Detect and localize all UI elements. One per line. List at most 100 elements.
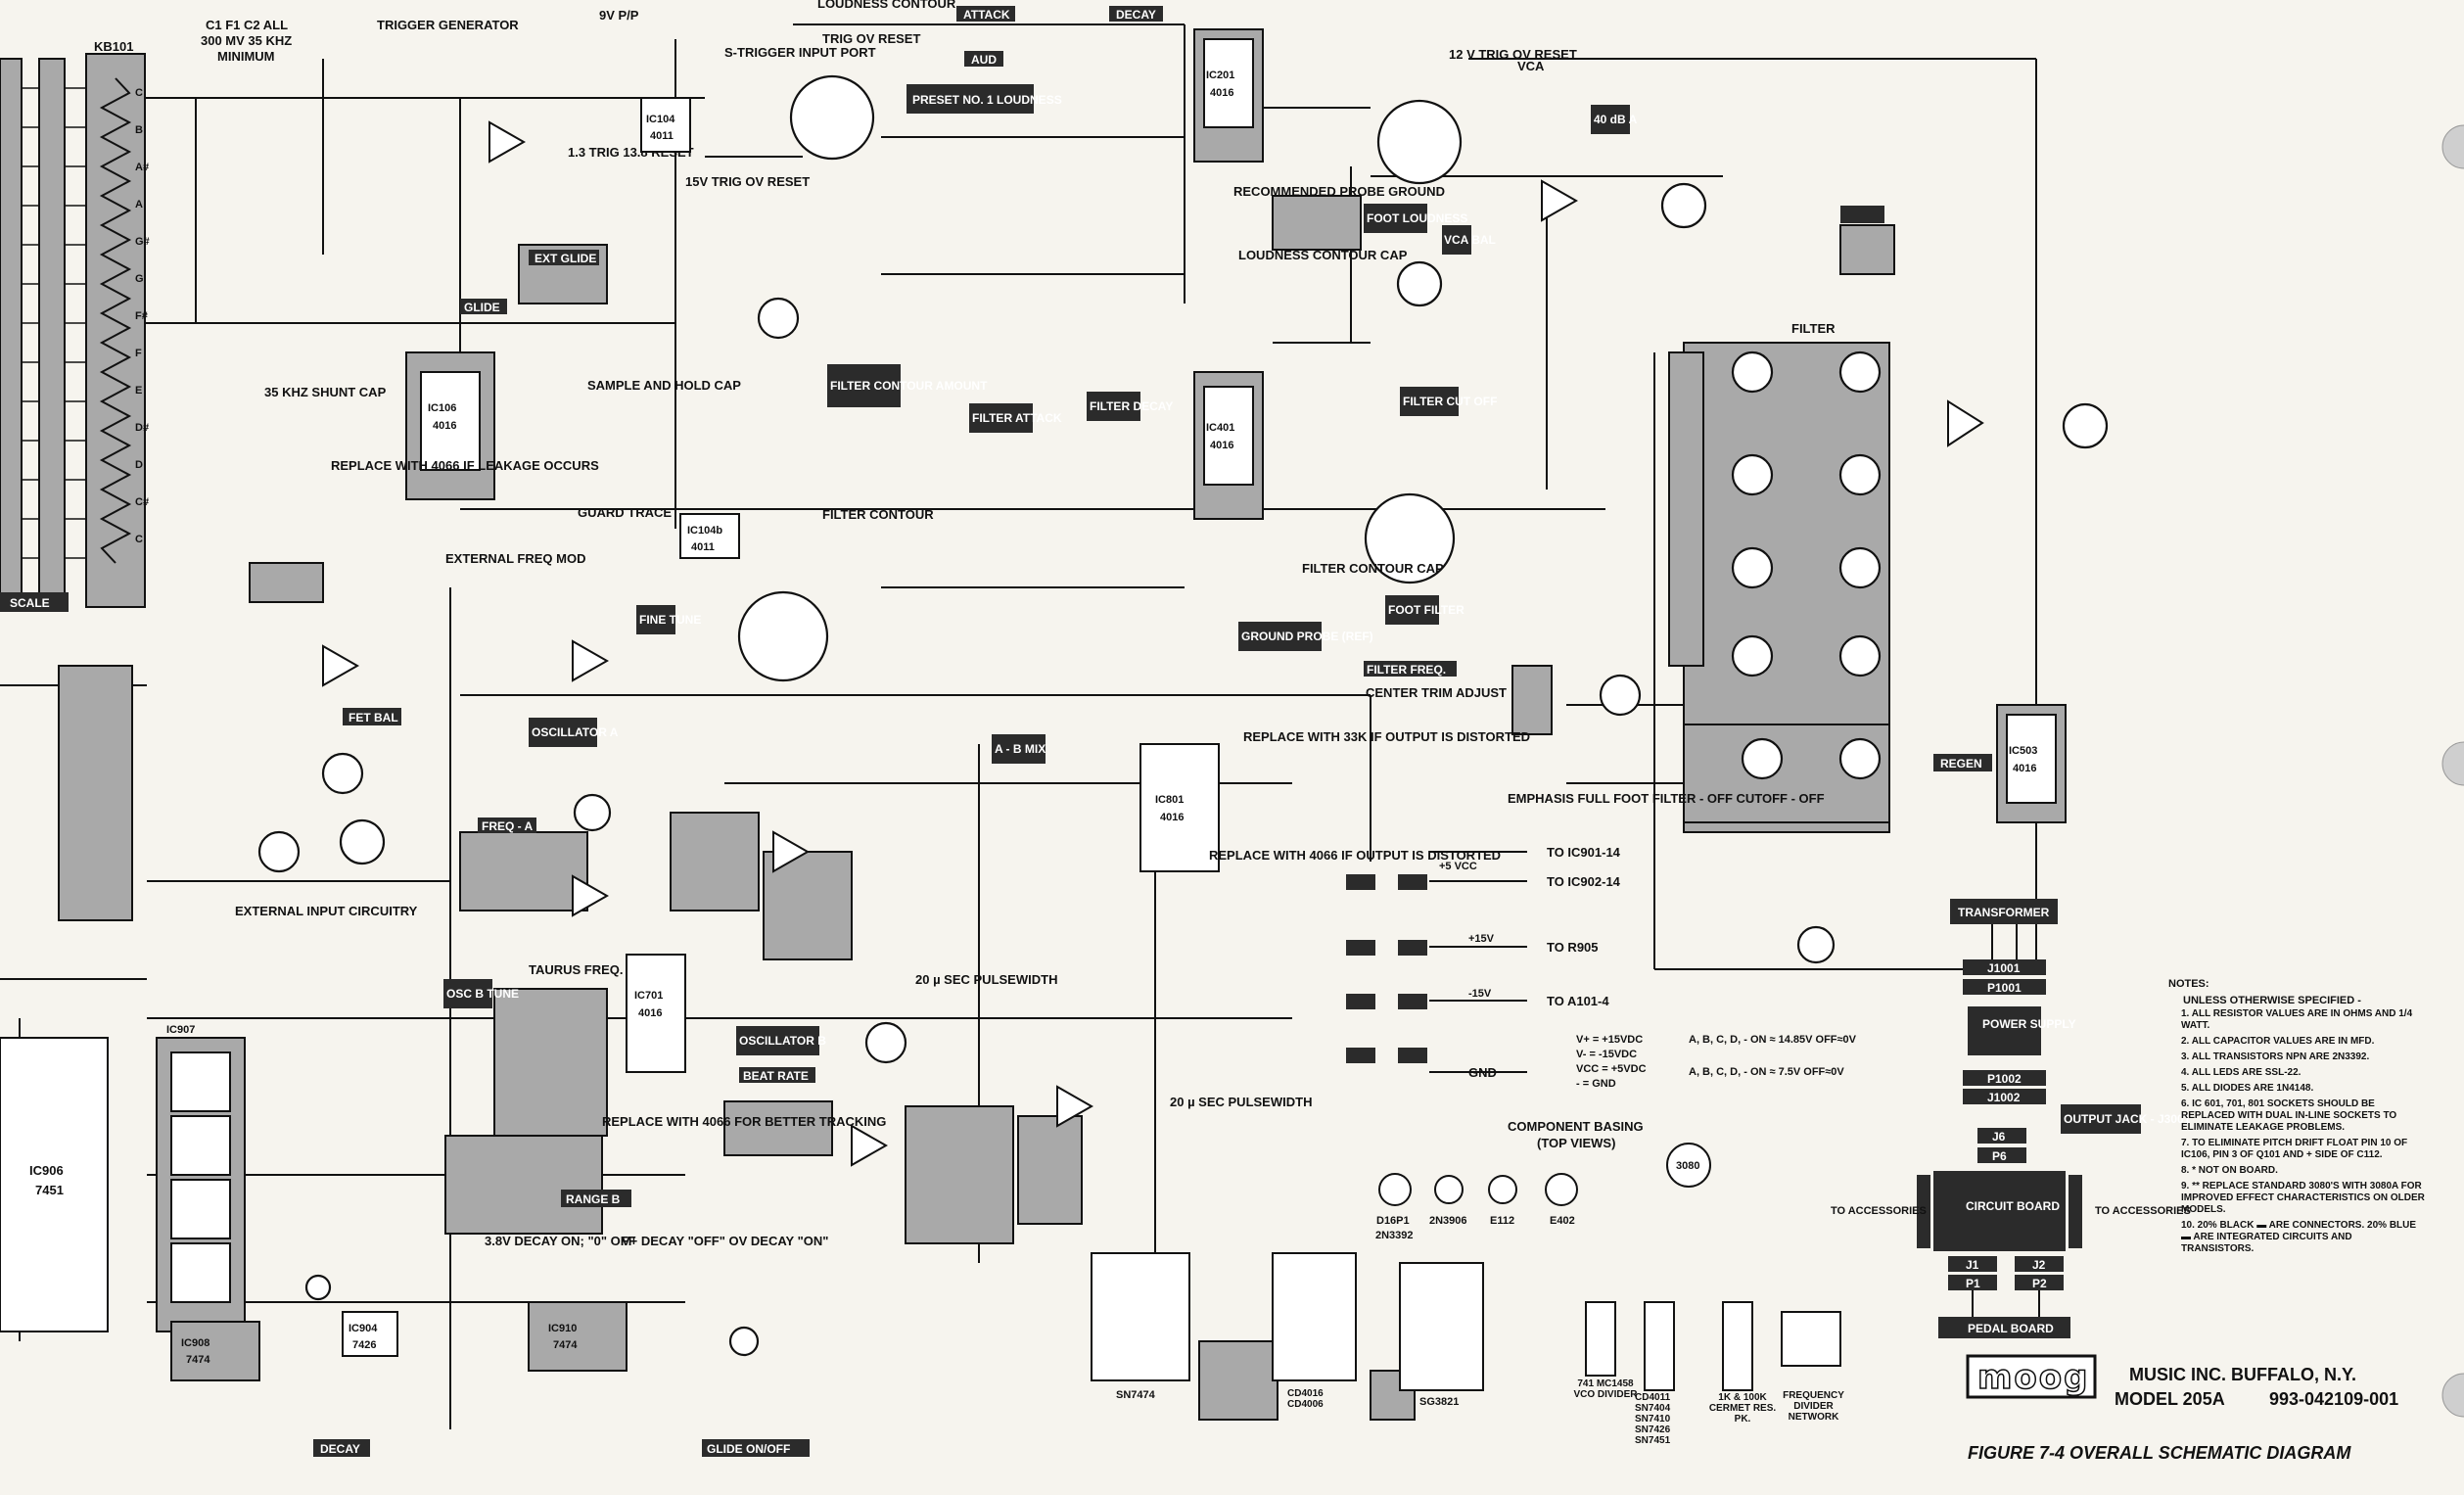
top-views-label: (TOP VIEWS)	[1537, 1136, 1615, 1150]
pulsewidth-a-label: 20 µ SEC PULSEWIDTH	[915, 972, 1057, 987]
filter-label: FILTER	[1791, 321, 1836, 336]
svg-text:IC907: IC907	[166, 1024, 195, 1036]
replace-33k-label: REPLACE WITH 33K IF OUTPUT IS DISTORTED	[1243, 729, 1530, 744]
to-ic902: TO IC902-14	[1547, 874, 1621, 889]
package-pinouts: SN7474 CD4016 CD4006 SG3821 741 MC1458 V…	[1091, 1252, 1844, 1446]
op-amps	[322, 120, 1984, 1167]
svg-text:SN7474: SN7474	[1116, 1389, 1156, 1401]
decay-38v-label: 3.8V DECAY ON; "0" OFF	[485, 1234, 636, 1248]
system-block-diagram: TRANSFORMER J1001 P1001 POWER SUPPLY P10…	[1831, 899, 2191, 1338]
svg-text:IC904: IC904	[349, 1323, 378, 1334]
svg-text:D16P1: D16P1	[1376, 1215, 1410, 1227]
vcc-label: +5 VCC	[1439, 861, 1477, 872]
trigger-generator-label: TRIGGER GENERATOR	[377, 18, 519, 32]
notes-list-box: 1. ALL RESISTOR VALUES ARE IN OHMS AND 1…	[2181, 1008, 2425, 1254]
keyboard-note-label: C	[135, 87, 143, 99]
svg-text:2N3392: 2N3392	[1375, 1230, 1414, 1241]
ic401: IC401 4016	[1193, 371, 1264, 520]
note-9: 9. ** REPLACE STANDARD 3080'S WITH 3080A…	[2181, 1181, 2425, 1215]
cf-note-3: MINIMUM	[217, 49, 275, 64]
keyboard-note-label: E	[135, 385, 142, 397]
notes: NOTES: UNLESS OTHERWISE SPECIFIED -	[2168, 978, 2361, 1006]
notes-title: NOTES:	[2168, 978, 2209, 990]
svg-text:IC908: IC908	[181, 1337, 209, 1349]
ground-probe-tag: GROUND PROBE (REF)	[1241, 630, 1373, 643]
to-r905: TO R905	[1547, 940, 1599, 955]
svg-text:IC201: IC201	[1206, 70, 1234, 81]
trig-15v-label: 15V TRIG OV RESET	[685, 174, 810, 189]
note-10: 10. 20% BLACK ▬ ARE CONNECTORS. 20% BLUE…	[2181, 1220, 2417, 1254]
svg-text:4011: 4011	[650, 130, 674, 142]
keyboard-note-label: D#	[135, 422, 149, 434]
filter-contour-amount-tag: FILTER CONTOUR AMOUNT	[830, 379, 988, 393]
component-basing-label: COMPONENT BASING	[1508, 1119, 1644, 1134]
shunt-cap-label: 35 KHZ SHUNT CAP	[264, 385, 387, 399]
taurus-freq-label: TAURUS FREQ.	[529, 962, 624, 977]
oscillator-a-tag: OSCILLATOR A	[532, 725, 619, 739]
svg-text:2N3906: 2N3906	[1429, 1215, 1467, 1227]
guard-trace-label: GUARD TRACE	[578, 505, 672, 520]
ov-trig-reset-12v-label: 12 V TRIG OV RESET	[1449, 47, 1577, 62]
svg-text:SG3821: SG3821	[1419, 1396, 1459, 1408]
note-4: 4. ALL LEDS ARE SSL-22.	[2181, 1067, 2301, 1078]
note-2: 2. ALL CAPACITOR VALUES ARE IN MFD.	[2181, 1036, 2375, 1047]
svg-text:E112: E112	[1490, 1215, 1514, 1227]
ic106: IC106 4016	[405, 351, 495, 500]
decay-tag: DECAY	[1116, 8, 1156, 22]
preset-loudness-tag: PRESET NO. 1 LOUDNESS	[912, 93, 1062, 107]
power-supply-block: POWER SUPPLY	[1982, 1017, 2076, 1031]
center-trim-label: CENTER TRIM ADJUST	[1366, 685, 1507, 700]
abcd-legend-1: A, B, C, D, - ON ≈ 14.85V OFF≈0V	[1689, 1034, 1857, 1046]
svg-text:J1: J1	[1966, 1258, 1979, 1272]
svg-text:IC701: IC701	[634, 990, 663, 1002]
regen-tag: REGEN	[1940, 757, 1982, 771]
svg-text:7451: 7451	[35, 1183, 64, 1197]
ic801: IC801 4016	[1139, 743, 1220, 872]
svg-text:7426: 7426	[352, 1339, 376, 1351]
sample-hold-label: SAMPLE AND HOLD CAP	[587, 378, 741, 393]
rail-legend-1: V+ = +15VDC	[1576, 1034, 1643, 1046]
filter-contour-label: FILTER CONTOUR	[822, 507, 934, 522]
keyboard-label: KB101	[94, 39, 133, 54]
svg-text:J6: J6	[1992, 1130, 2006, 1144]
notes-subtitle: UNLESS OTHERWISE SPECIFIED -	[2183, 995, 2361, 1006]
svg-text:TO ACCESSORIES: TO ACCESSORIES	[2095, 1205, 2191, 1217]
svg-text:4016: 4016	[1210, 440, 1233, 451]
output-jack-block: OUTPUT JACK - J3001	[2064, 1112, 2191, 1126]
svg-text:P6: P6	[1992, 1149, 2007, 1163]
ic104: IC104 4011	[640, 97, 691, 153]
filter-attack-tag: FILTER ATTACK	[972, 411, 1062, 425]
keyboard-note-label: F#	[135, 310, 148, 322]
gnd-label: GND	[1468, 1065, 1497, 1080]
freq-a-tag: FREQ - A	[482, 819, 534, 833]
ic910: IC910 7474	[528, 1301, 628, 1372]
cf-note: C1 F1 C2 ALL	[206, 18, 288, 32]
to-ic901: TO IC901-14	[1547, 845, 1621, 860]
osc-b-tune-tag: OSC B TUNE	[446, 987, 519, 1001]
transformer-block: TRANSFORMER	[1958, 906, 2050, 919]
cf-note-2: 300 MV 35 KHZ	[201, 33, 292, 48]
ic701: IC701 4016	[626, 954, 686, 1073]
transistors	[249, 74, 2109, 1357]
ic907: IC907	[156, 1024, 246, 1332]
block-labels: RECOMMENDED PROBE GROUND LOUDNESS CONTOU…	[235, 184, 1836, 1248]
svg-text:J1001: J1001	[1987, 961, 2021, 975]
figure-caption: FIGURE 7-4 OVERALL SCHEMATIC DIAGRAM	[1968, 1443, 2351, 1463]
vpp-label: 9V P/P	[599, 8, 639, 23]
beat-rate-tag: BEAT RATE	[743, 1069, 809, 1083]
svg-text:IC401: IC401	[1206, 422, 1234, 434]
binder-holes	[2441, 124, 2464, 1418]
keyboard-note-label: F	[135, 348, 142, 359]
left-connector-strip: KB101 SCALE	[0, 39, 146, 612]
note-7: 7. TO ELIMINATE PITCH DRIFT FLOAT PIN 10…	[2181, 1138, 2408, 1160]
header-labels: C1 F1 C2 ALL 300 MV 35 KHZ MINIMUM TRIGG…	[201, 0, 1577, 189]
filter-decay-tag: FILTER DECAY	[1090, 399, 1173, 413]
svg-text:4016: 4016	[638, 1007, 662, 1019]
supply-section: TO IC901-14 TO IC902-14 TO R905 TO A101-…	[1346, 845, 1857, 1090]
svg-text:4016: 4016	[433, 420, 456, 432]
svg-text:IC801: IC801	[1155, 794, 1184, 806]
title-block: moog MUSIC INC. BUFFALO, N.Y. MODEL 205A…	[1966, 1354, 2398, 1463]
ic904: IC904 7426	[342, 1311, 398, 1357]
decay-switch-tag: DECAY	[320, 1442, 360, 1456]
svg-text:IC104b: IC104b	[687, 525, 722, 537]
